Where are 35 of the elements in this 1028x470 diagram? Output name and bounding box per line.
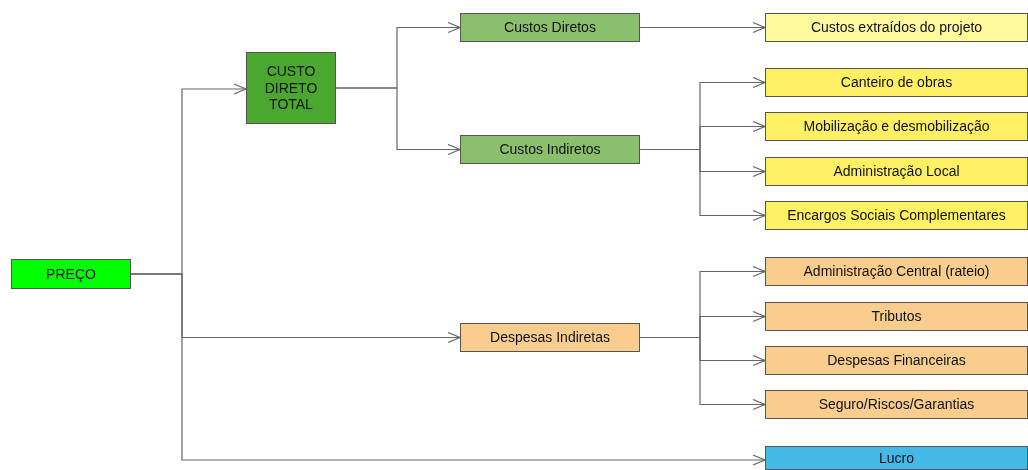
arrow [639, 336, 766, 411]
box-label: Mobilização e desmobilização [803, 118, 990, 135]
box-label: Canteiro de obras [840, 74, 953, 91]
total-cost-box [246, 52, 336, 124]
box-label: CUSTO DIRETO TOTAL [263, 62, 319, 114]
cost-item-box [765, 13, 1028, 42]
box-label: Custos Indiretos [499, 141, 601, 158]
cost-item-box [765, 201, 1028, 230]
box-label: PREÇO [46, 265, 96, 283]
price-box [11, 259, 131, 289]
box-label: Encargos Sociais Complementares [787, 207, 1006, 224]
expense-box [460, 323, 640, 352]
cost-item-box [765, 157, 1028, 186]
expense-box [765, 346, 1028, 375]
box-label: Despesas Financeiras [827, 352, 966, 369]
profit-box [765, 446, 1028, 470]
expense-box [765, 257, 1028, 286]
cost-box [460, 13, 640, 42]
cost-item-box [765, 68, 1028, 97]
box-label: Administração Central (rateio) [803, 263, 990, 280]
arrow [130, 273, 766, 466]
arrow [639, 21, 766, 34]
cost-item-box [765, 112, 1028, 141]
box-label: Administração Local [833, 163, 960, 180]
box-label: Seguro/Riscos/Garantias [818, 396, 975, 413]
cost-box [460, 135, 640, 164]
arrow [335, 87, 461, 156]
box-label: Custos Diretos [504, 19, 596, 36]
expense-box [765, 302, 1028, 331]
box-label: Despesas Indiretas [490, 329, 610, 346]
box-label: Custos extraídos do projeto [810, 19, 983, 36]
box-label: Tributos [871, 308, 922, 325]
expense-box [765, 390, 1028, 419]
box-label: Lucro [879, 449, 914, 467]
arrow [639, 148, 766, 222]
